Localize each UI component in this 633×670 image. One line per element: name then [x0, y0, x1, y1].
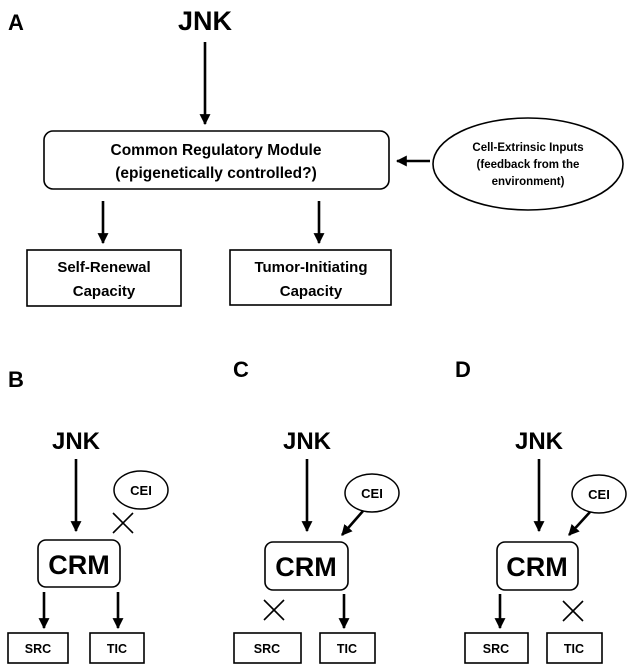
src-label: SRC: [25, 642, 51, 656]
panel-b-letter: B: [8, 367, 24, 392]
tic-label: TIC: [107, 642, 127, 656]
cei-ellipse: [571, 474, 627, 514]
inputs-label-line2: (feedback from the: [477, 159, 580, 171]
tumor-initiating-box: [229, 249, 392, 306]
self-renewal-line2: Capacity: [73, 283, 136, 300]
crm-box: [37, 539, 121, 588]
crm-box: [264, 541, 349, 591]
tumor-line1: Tumor-Initiating: [254, 259, 367, 276]
jnk-label: JNK: [283, 428, 332, 455]
self-renewal-line1: Self-Renewal: [57, 259, 150, 276]
blocked-cross-icon: [112, 512, 134, 534]
cei-ellipse: [113, 470, 169, 510]
panel-d: D JNK CEI CRM SRC TIC: [455, 357, 627, 664]
src-box: [464, 632, 529, 664]
tic-box: [89, 632, 145, 664]
src-box: [7, 632, 69, 664]
crm-label: CRM: [48, 550, 110, 580]
inputs-label-line1: Cell-Extrinsic Inputs: [472, 142, 583, 154]
tic-label: TIC: [337, 642, 357, 656]
cei-label: CEI: [130, 483, 152, 498]
jnk-label: JNK: [515, 428, 564, 455]
src-label: SRC: [483, 642, 509, 656]
panel-a-letter: A: [8, 10, 24, 35]
jnk-label: JNK: [52, 428, 101, 455]
panel-c-letter: C: [233, 357, 249, 382]
tic-box: [546, 632, 603, 664]
blocked-cross-icon: [263, 599, 285, 621]
cell-extrinsic-inputs-ellipse: [432, 117, 624, 211]
panel-d-letter: D: [455, 357, 471, 382]
tumor-line2: Capacity: [280, 283, 343, 300]
cei-to-crm-arrow: [568, 511, 591, 536]
panel-c: C JNK CEI CRM SRC TIC: [233, 357, 400, 664]
jnk-label: JNK: [178, 6, 233, 36]
module-label-line2: (epigenetically controlled?): [115, 165, 317, 182]
self-renewal-box: [26, 249, 182, 307]
panel-a: A JNK Common Regulatory Module (epigenet…: [8, 6, 624, 307]
cei-label: CEI: [588, 487, 610, 502]
cei-ellipse: [344, 473, 400, 513]
tic-box: [319, 632, 376, 664]
crm-label: CRM: [275, 552, 337, 582]
inputs-label-line3: environment): [492, 176, 565, 188]
module-label-line1: Common Regulatory Module: [111, 142, 322, 159]
panel-b: B JNK CEI CRM SRC TIC: [7, 367, 169, 664]
blocked-cross-icon: [562, 600, 584, 622]
common-regulatory-module-box: [43, 130, 390, 190]
tic-label: TIC: [564, 642, 584, 656]
crm-label: CRM: [506, 552, 568, 582]
crm-box: [496, 541, 579, 591]
cei-label: CEI: [361, 486, 383, 501]
src-box: [233, 632, 302, 664]
src-label: SRC: [254, 642, 280, 656]
cei-to-crm-arrow: [341, 510, 364, 536]
